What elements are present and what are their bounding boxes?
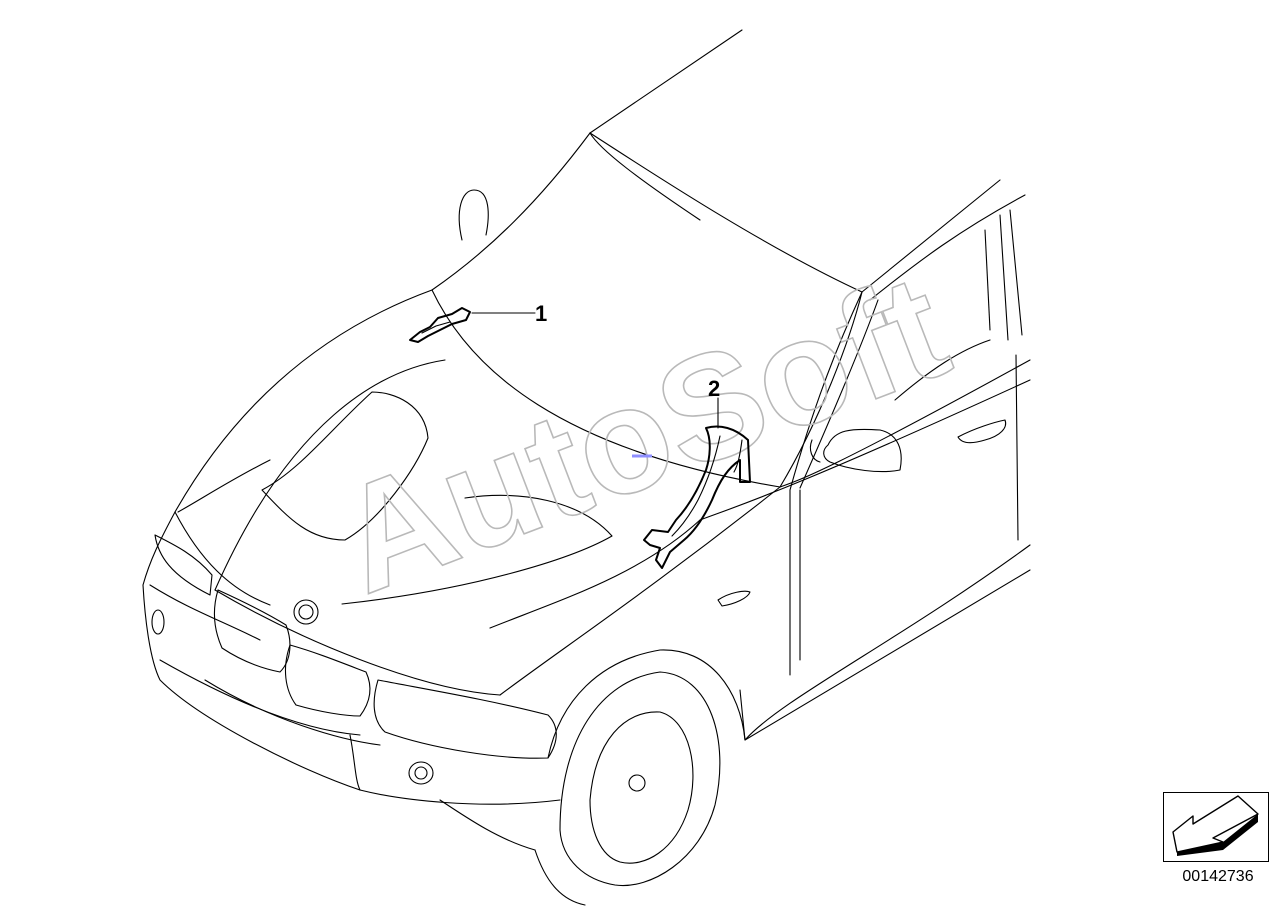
watermark-text: AutoSoft bbox=[316, 241, 967, 625]
watermark: AutoSoft bbox=[315, 240, 968, 625]
back-navigation-button[interactable] bbox=[1163, 792, 1269, 862]
callout-1-label: 1 bbox=[535, 301, 547, 326]
callout-2-label: 2 bbox=[708, 376, 720, 401]
arrow-back-icon bbox=[1163, 792, 1269, 862]
vehicle-outline bbox=[142, 29, 1031, 906]
document-number: 00142736 bbox=[1182, 868, 1254, 885]
part-2-harness bbox=[643, 397, 751, 569]
part-1-harness bbox=[409, 307, 536, 343]
